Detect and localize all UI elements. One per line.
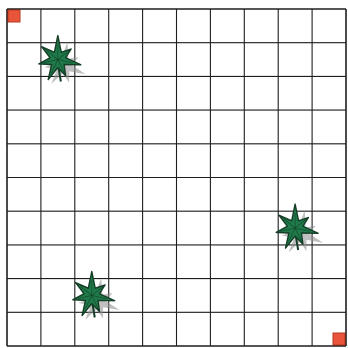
goal-marker[interactable] [333, 333, 345, 345]
start-marker[interactable] [8, 10, 20, 22]
